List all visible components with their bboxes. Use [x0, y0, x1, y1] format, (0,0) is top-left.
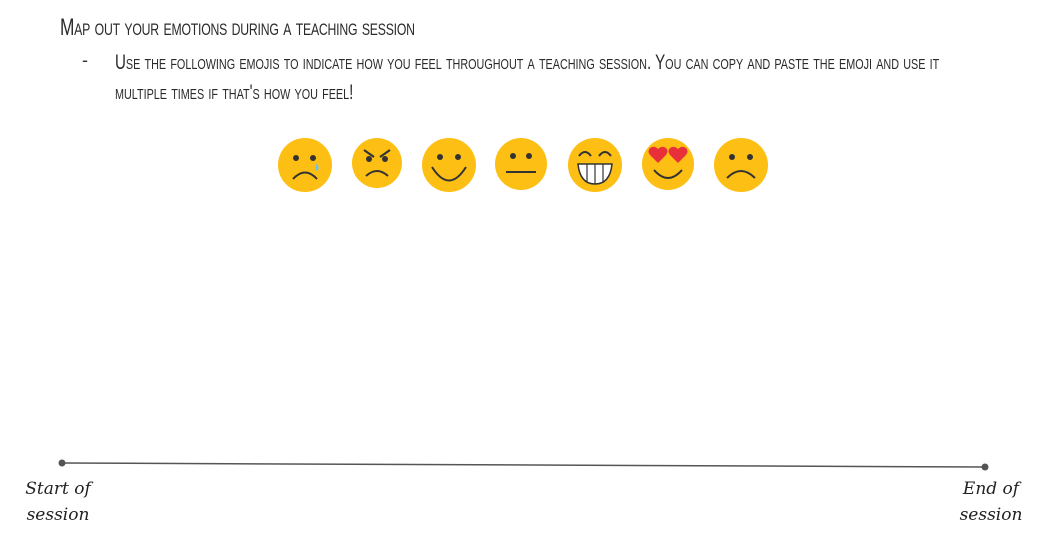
- timeline-start-dot: [58, 459, 66, 467]
- instruction-text: Use the following emojis to indicate how…: [115, 51, 940, 104]
- end-label-line1: End of: [962, 479, 1020, 499]
- frowning-face-icon[interactable]: [712, 136, 770, 194]
- timeline-end-dot: [981, 463, 989, 471]
- timeline-start-label: Start of session: [22, 476, 94, 528]
- neutral-face-icon[interactable]: [493, 136, 549, 192]
- page-title: Map out your emotions during a teaching …: [60, 14, 415, 41]
- end-label-line2: session: [959, 505, 1023, 525]
- timeline-end-label: End of session: [955, 476, 1027, 528]
- crying-face-icon[interactable]: [276, 136, 334, 194]
- bullet-dash: -: [82, 50, 88, 70]
- start-label-line2: session: [26, 505, 90, 525]
- grinning-face-icon[interactable]: [566, 136, 624, 194]
- smiling-face-icon[interactable]: [420, 136, 478, 194]
- heart-eyes-face-icon[interactable]: [640, 136, 696, 192]
- angry-face-icon[interactable]: [350, 136, 404, 190]
- start-label-line1: Start of: [25, 479, 91, 499]
